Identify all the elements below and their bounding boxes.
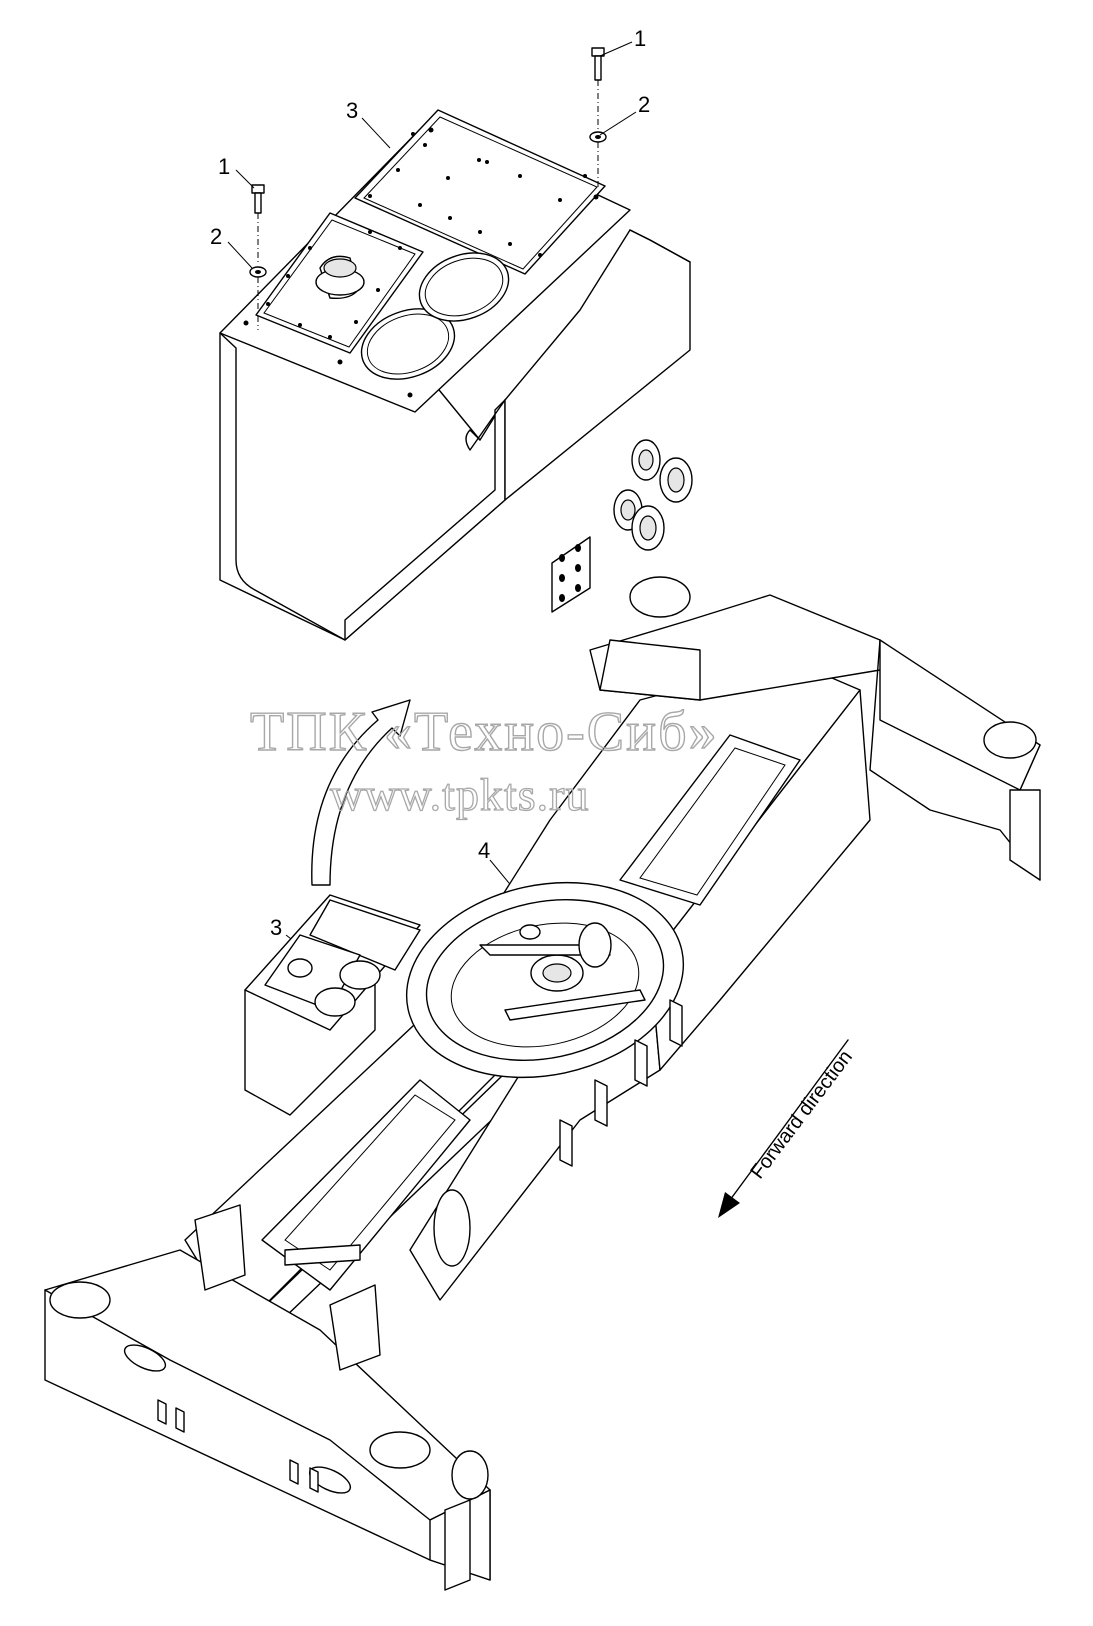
callout-1-top-left: 1	[218, 154, 230, 179]
callout-4-frame: 4	[478, 838, 490, 863]
watermark-url: www.tpkts.ru	[330, 769, 589, 820]
forward-direction-label: Forward direction	[746, 1046, 857, 1183]
bolt-washer-left	[249, 184, 267, 330]
slewing-ring	[405, 881, 685, 1079]
main-frame	[44, 576, 1041, 1591]
fuel-tank-exploded	[219, 109, 693, 641]
pipe-flange-icon	[613, 439, 693, 551]
bolt-washer-right	[589, 47, 607, 190]
callout-2-top-right: 2	[638, 92, 650, 117]
callout-1-top-right: 1	[634, 26, 646, 51]
filler-cap-icon	[315, 255, 365, 300]
fuel-tank-installed	[244, 894, 421, 1116]
callout-3-top: 3	[346, 98, 358, 123]
callout-3-bottom: 3	[270, 915, 282, 940]
install-arrow-icon	[311, 699, 411, 886]
forward-direction-arrow-icon	[718, 1039, 849, 1218]
callout-2-top-left: 2	[210, 224, 222, 249]
watermark-company: ТПК «Техно-Сиб»	[250, 701, 719, 763]
